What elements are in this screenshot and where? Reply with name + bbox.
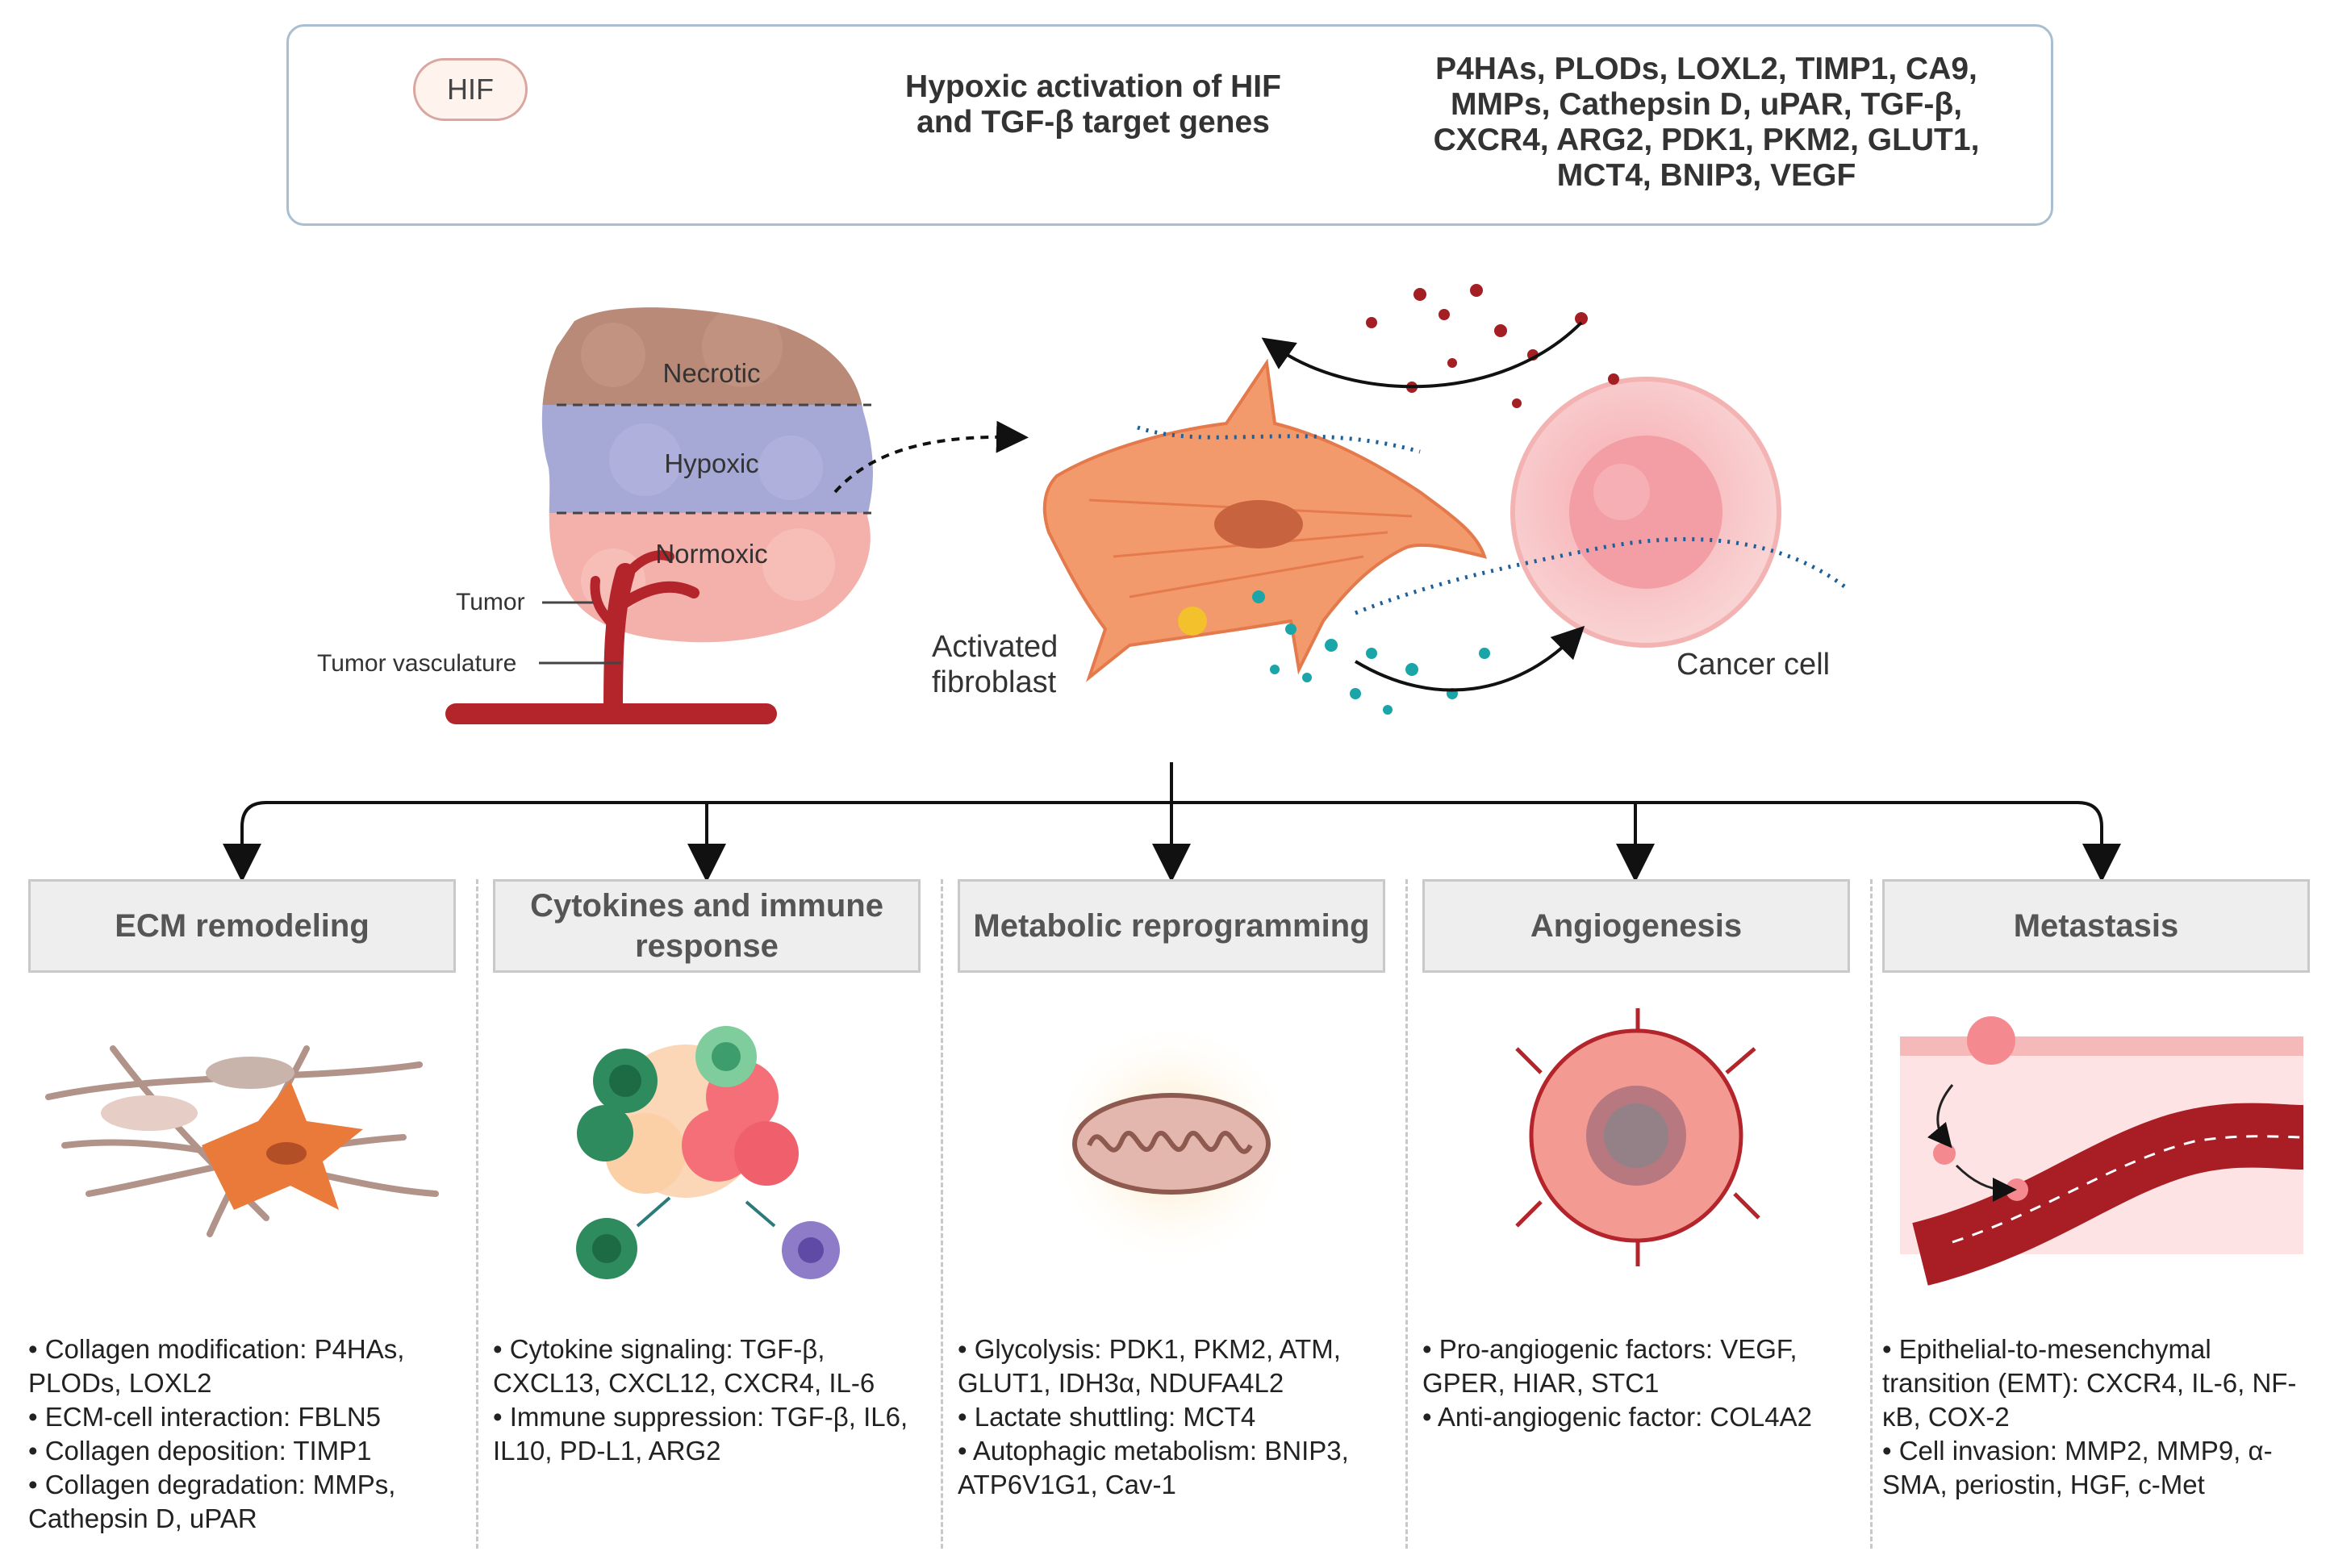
secreted-factors-red	[1366, 284, 1619, 408]
bullet: • Collagen degradation: MMPs, Cathepsin …	[28, 1470, 396, 1533]
metabolite-icon	[1178, 607, 1207, 636]
tumor-to-cells-arrow	[833, 420, 1029, 494]
ecm-remodeling-genes: • Collagen modification: P4HAs, PLODs, L…	[28, 1332, 480, 1536]
metastasis-genes: • Epithelial-to-mesenchymal transition (…	[1882, 1332, 2310, 1502]
tumor-vasculature-label: Tumor vasculature	[317, 650, 517, 677]
panel-divider	[1405, 879, 1408, 1549]
tumor-vasculature-icon	[445, 550, 777, 724]
bullet: • Collagen deposition: TIMP1	[28, 1436, 372, 1466]
hif-label: HIF	[413, 58, 528, 121]
hypoxic-label: Hypoxic	[664, 448, 759, 478]
bullet: • Autophagic metabolism: BNIP3, ATP6V1G1…	[958, 1436, 1349, 1499]
hypoxic-activation-text: Hypoxic activation of HIF and TGF-β targ…	[905, 69, 1281, 140]
bullet: • Lactate shuttling: MCT4	[958, 1402, 1256, 1432]
bullet: • Anti-angiogenic factor: COL4A2	[1422, 1402, 1812, 1432]
target-genes-list: P4HAs, PLODs, LOXL2, TIMP1, CA9, MMPs, C…	[1433, 52, 1980, 193]
branch-arrows	[223, 762, 2121, 882]
fibroblast-icon	[1042, 358, 1488, 682]
necrotic-label: Necrotic	[662, 358, 761, 388]
bullet: • Cell invasion: MMP2, MMP9, α-SMA, peri…	[1882, 1436, 2273, 1499]
metastasis-illustration	[1900, 1016, 2304, 1286]
angiogenic-tumor-illustration	[1515, 1008, 1760, 1266]
mitochondrion-icon	[1046, 1019, 1297, 1269]
normoxic-label: Normoxic	[655, 539, 768, 569]
panel-title-cytokines: Cytokines and immune response	[493, 879, 921, 973]
bullet: • Glycolysis: PDK1, PKM2, ATM, GLUT1, ID…	[958, 1334, 1341, 1398]
metabolic-genes: • Glycolysis: PDK1, PKM2, ATM, GLUT1, ID…	[958, 1332, 1397, 1502]
bullet: • Pro-angiogenic factors: VEGF, GPER, HI…	[1422, 1334, 1798, 1398]
panel-title-ecm-remodeling: ECM remodeling	[28, 879, 456, 973]
panel-divider	[476, 879, 478, 1549]
target-genes-box	[286, 24, 2053, 226]
bullet: • ECM-cell interaction: FBLN5	[28, 1402, 382, 1432]
panel-title-metastasis: Metastasis	[1882, 879, 2310, 973]
bullet: • Epithelial-to-mesenchymal transition (…	[1882, 1334, 2297, 1432]
tumor-label: Tumor	[456, 589, 525, 615]
panel-title-angiogenesis: Angiogenesis	[1422, 879, 1850, 973]
panel-divider	[1870, 879, 1873, 1549]
panel-divider	[941, 879, 943, 1549]
activated-fibroblast-label: Activated fibroblast	[932, 630, 1059, 699]
bullet: • Immune suppression: TGF-β, IL6, IL10, …	[493, 1402, 908, 1466]
immune-cells-illustration	[576, 1026, 840, 1279]
angiogenesis-genes: • Pro-angiogenic factors: VEGF, GPER, HI…	[1422, 1332, 1862, 1434]
secreted-factors-teal	[1252, 590, 1490, 715]
ecm-remodeling-illustration	[45, 1045, 439, 1237]
bullet: • Collagen modification: P4HAs, PLODs, L…	[28, 1334, 405, 1398]
cancer-cell-icon	[1510, 377, 1781, 648]
bullet: • Cytokine signaling: TGF-β, CXCL13, CXC…	[493, 1334, 875, 1398]
cytokines-genes: • Cytokine signaling: TGF-β, CXCL13, CXC…	[493, 1332, 933, 1468]
panel-title-metabolic: Metabolic reprogramming	[958, 879, 1385, 973]
cancer-cell-label: Cancer cell	[1677, 648, 1831, 682]
